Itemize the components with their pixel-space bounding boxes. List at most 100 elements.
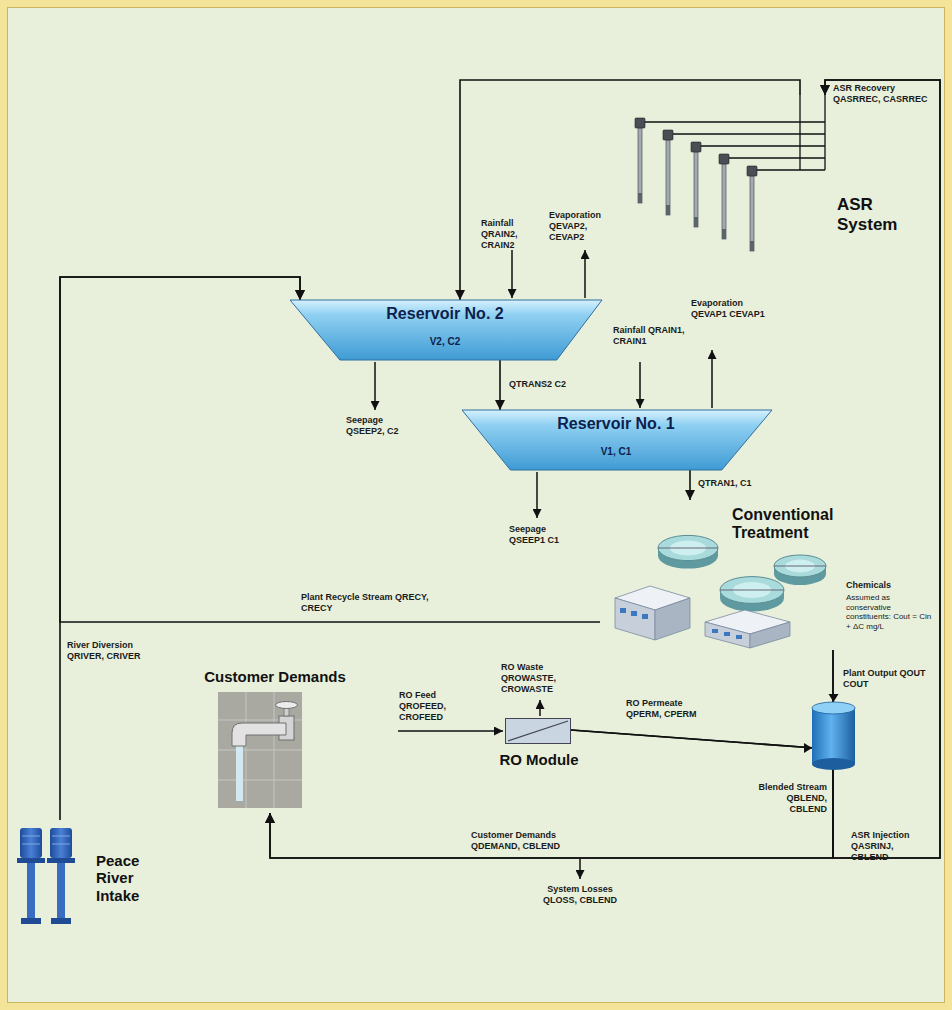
node-title: Reservoir No. 1 [462, 415, 770, 433]
asr-wells [666, 140, 670, 215]
flow-label: QTRANS2 C2 [508, 379, 567, 390]
clarifier [774, 555, 826, 585]
flow-arrow [398, 730, 503, 732]
clarifier [720, 577, 784, 612]
treatment-plant-picture [736, 635, 742, 639]
treatment-plant-picture [774, 566, 826, 567]
well-head [635, 118, 757, 176]
intake-pump [52, 836, 70, 837]
node-title: Peace River Intake [96, 852, 168, 904]
manifold-pipe [645, 95, 825, 170]
intake-pump [22, 836, 40, 837]
node-subtitle: V2, C2 [290, 336, 600, 348]
node-subtitle: V1, C1 [462, 446, 770, 458]
intake-pump [51, 918, 71, 924]
intake-pump [57, 863, 65, 918]
faucet-picture [218, 750, 302, 751]
flow-label: Evaporation QEVAP2, CEVAP2 [548, 210, 610, 242]
faucet-picture [232, 723, 286, 746]
node-title: Customer Demands [200, 668, 350, 685]
flow-label: Seepage QSEEP1 C1 [508, 524, 580, 546]
asr-wells [750, 241, 754, 251]
flow-label: Evaporation QEVAP1 CEVAP1 [690, 298, 766, 320]
river-intake: Peace River Intake [12, 820, 172, 930]
clarifier [658, 535, 718, 568]
flow-label: Seepage QSEEP2, C2 [345, 415, 415, 437]
flow-label: RO Feed QROFEED, CROFEED [398, 690, 482, 722]
treatment-plant-picture [642, 614, 648, 619]
asr-wells [722, 164, 726, 239]
faucet-picture [218, 692, 302, 808]
reservoir: Reservoir No. 1 V1, C1 [462, 410, 772, 470]
flow-line [689, 470, 691, 500]
treatment-plant-picture [658, 535, 718, 560]
asr-wells [757, 169, 825, 170]
intake-pump [20, 828, 42, 858]
flow-arrow [711, 350, 713, 408]
flow-label: Rainfall QRAIN1, CRAIN1 [612, 325, 686, 347]
asr-wells [722, 229, 726, 239]
ro-module: RO Module [505, 718, 571, 744]
treatment-plant-picture [724, 632, 730, 636]
flow-label: Customer Demands QDEMAND, CBLEND [470, 830, 600, 852]
intake-pump [17, 858, 45, 863]
asr-wells [824, 95, 825, 170]
ro-membrane [508, 721, 568, 741]
flow-line [270, 730, 833, 858]
flow-label: Plant Output QOUT COUT [842, 668, 932, 690]
asr-wells [747, 166, 757, 176]
flow-label: Blended Stream QBLEND, CBLEND [748, 782, 828, 814]
asr-wells [635, 118, 645, 128]
flow-line [499, 360, 501, 410]
well-screen [638, 193, 754, 251]
asr-system: ASR System [615, 95, 905, 245]
flow-arrow [511, 250, 513, 298]
asr-wells [701, 145, 825, 146]
flow-label: Rainfall QRAIN2, CRAIN2 [480, 218, 552, 250]
node-title: Conventional Treatment [732, 506, 838, 543]
well-casing [638, 128, 754, 251]
asr-wells [799, 95, 800, 170]
asr-wells [663, 130, 673, 140]
clear-well-tank [812, 708, 855, 764]
reservoir-outline [290, 300, 602, 360]
clear-well-tank [812, 758, 855, 770]
flow-label: System Losses QLOSS, CBLEND [540, 884, 620, 906]
flow-arrow [536, 472, 538, 518]
customer-demands: Customer Demands [200, 668, 352, 813]
clear-well-tank [829, 694, 839, 702]
asr-wells [666, 205, 670, 215]
asr-wells [638, 128, 642, 203]
reservoir-outline [462, 410, 772, 470]
intake-pump [21, 918, 41, 924]
asr-wells [691, 142, 701, 152]
flow-label: River Diversion QRIVER, CRIVER [66, 640, 150, 662]
asr-wells [635, 95, 825, 251]
asr-wells [673, 133, 825, 134]
faucet-picture [218, 692, 302, 808]
node-title: RO Module [476, 751, 602, 768]
treatment-plant-picture [720, 590, 784, 591]
flow-label: RO Waste QROWASTE, CROWASTE [500, 662, 590, 694]
flow-line [270, 650, 833, 858]
node-title: ASR System [837, 195, 903, 234]
reservoir: Reservoir No. 2V2, C2 [290, 300, 602, 360]
flow-label: ASR Recovery QASRREC, CASRREC [832, 83, 932, 105]
flow-arrow [374, 362, 376, 410]
motor-rib [22, 836, 70, 844]
asr-wells [694, 152, 698, 227]
plant-building [615, 586, 790, 648]
clear-well-tank [804, 694, 855, 770]
treatment-plant-picture [620, 608, 626, 613]
flow-label: RO Permeate QPERM, CPERM [625, 698, 717, 720]
wall-tile [218, 692, 302, 808]
asr-wells [750, 176, 754, 251]
clear-well-tank [804, 743, 812, 753]
flow-arrow [579, 859, 581, 879]
intake-pump [50, 828, 72, 858]
treatment-plant-picture [705, 622, 750, 648]
flow-label: Plant Recycle Stream QRECY, CRECY [300, 592, 440, 614]
